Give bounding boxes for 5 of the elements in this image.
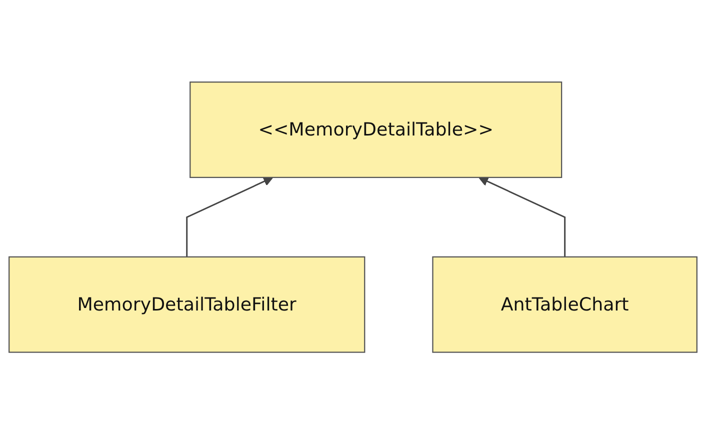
- arrow: [478, 177, 566, 258]
- node-box: AntTableChart: [432, 256, 698, 354]
- node-box: MemoryDetailTableFilter: [8, 256, 366, 354]
- arrow: [186, 177, 274, 258]
- node-box: <<MemoryDetailTable>>: [190, 82, 562, 178]
